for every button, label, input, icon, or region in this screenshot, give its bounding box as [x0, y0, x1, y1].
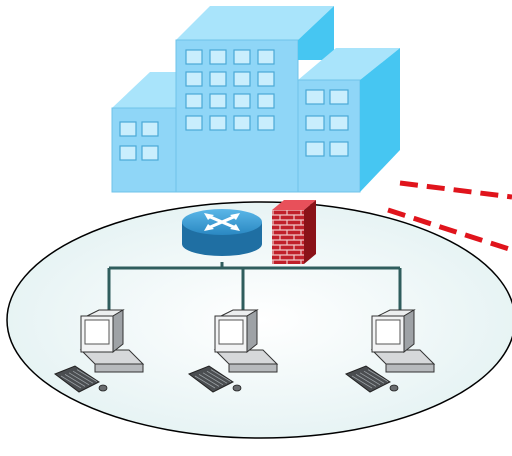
firewall-icon	[272, 200, 316, 264]
building-icon	[111, 6, 400, 193]
workstation-icon	[344, 309, 436, 393]
wan-link-upper	[399, 180, 512, 200]
wan-links	[387, 180, 512, 253]
wan-link-lower	[387, 207, 512, 253]
workstation-icon	[187, 309, 279, 393]
router-icon	[182, 209, 262, 256]
workstation-icon	[53, 309, 145, 393]
